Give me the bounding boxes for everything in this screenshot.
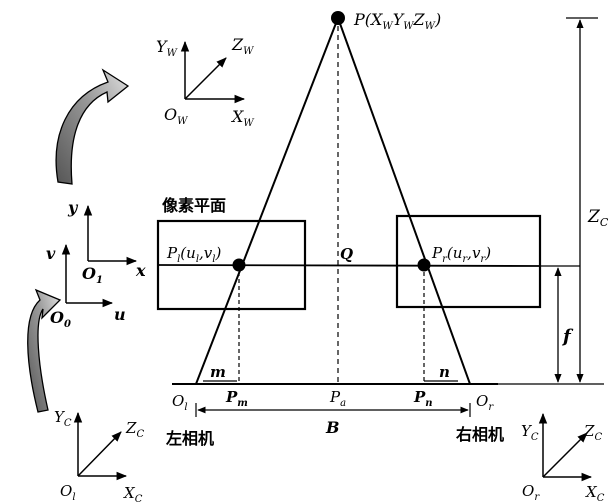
svg-text:x: x xyxy=(135,261,146,280)
right-point-label: Pr(ur,vr) xyxy=(431,244,491,265)
left-camera-axes: YC ZC XC Ol xyxy=(54,408,144,504)
left-projection-dot xyxy=(232,258,246,272)
svg-text:XC: XC xyxy=(585,483,605,504)
svg-text:YC: YC xyxy=(54,408,72,429)
left-point-label: Pl(ul,vl) xyxy=(166,244,221,265)
svg-text:YW: YW xyxy=(156,37,178,59)
svg-text:u: u xyxy=(114,305,126,324)
svg-text:XW: XW xyxy=(230,107,254,129)
svg-text:Ol: Ol xyxy=(60,482,76,503)
svg-text:ZC: ZC xyxy=(125,419,144,440)
or-label: Or xyxy=(476,392,494,413)
svg-text:v: v xyxy=(46,244,56,263)
point-p-label: P(XWYWZW) xyxy=(353,10,441,32)
f-label: f xyxy=(561,326,574,347)
q-label: Q xyxy=(340,245,353,263)
right-ray xyxy=(337,17,471,385)
left-camera-label: 左相机 xyxy=(165,429,214,448)
svg-text:YC: YC xyxy=(521,422,539,443)
image-axes: y v x u O1 O0 xyxy=(46,198,146,330)
svg-text:ZC: ZC xyxy=(583,422,602,443)
zc-label: ZC xyxy=(587,207,609,229)
svg-text:XC: XC xyxy=(123,484,143,504)
image-plane-label: 像素平面 xyxy=(162,196,226,215)
svg-text:OW: OW xyxy=(164,105,188,127)
epipolar-line xyxy=(157,264,541,267)
pn-label: Pn xyxy=(413,388,433,409)
upper-curved-arrow xyxy=(55,68,130,185)
m-label: m xyxy=(210,363,226,381)
svg-text:ZW: ZW xyxy=(231,35,254,57)
pa-label: Pa xyxy=(329,388,346,409)
svg-text:y: y xyxy=(67,198,79,217)
lower-curved-arrow xyxy=(27,288,62,413)
right-image-plane xyxy=(395,214,542,309)
right-camera-label: 右相机 xyxy=(456,425,504,444)
svg-text:O1: O1 xyxy=(82,264,103,286)
pm-label: Pm xyxy=(225,388,248,409)
world-axes: YW ZW XW OW xyxy=(156,35,254,129)
right-camera-axes: YC ZC XC Or xyxy=(521,412,605,504)
left-ray xyxy=(195,17,339,385)
n-label: n xyxy=(439,363,450,381)
svg-text:O0: O0 xyxy=(50,308,71,330)
ol-label: Ol xyxy=(172,392,188,413)
right-projection-dot xyxy=(417,258,431,272)
b-label: B xyxy=(325,418,340,437)
svg-text:Or: Or xyxy=(522,482,540,503)
